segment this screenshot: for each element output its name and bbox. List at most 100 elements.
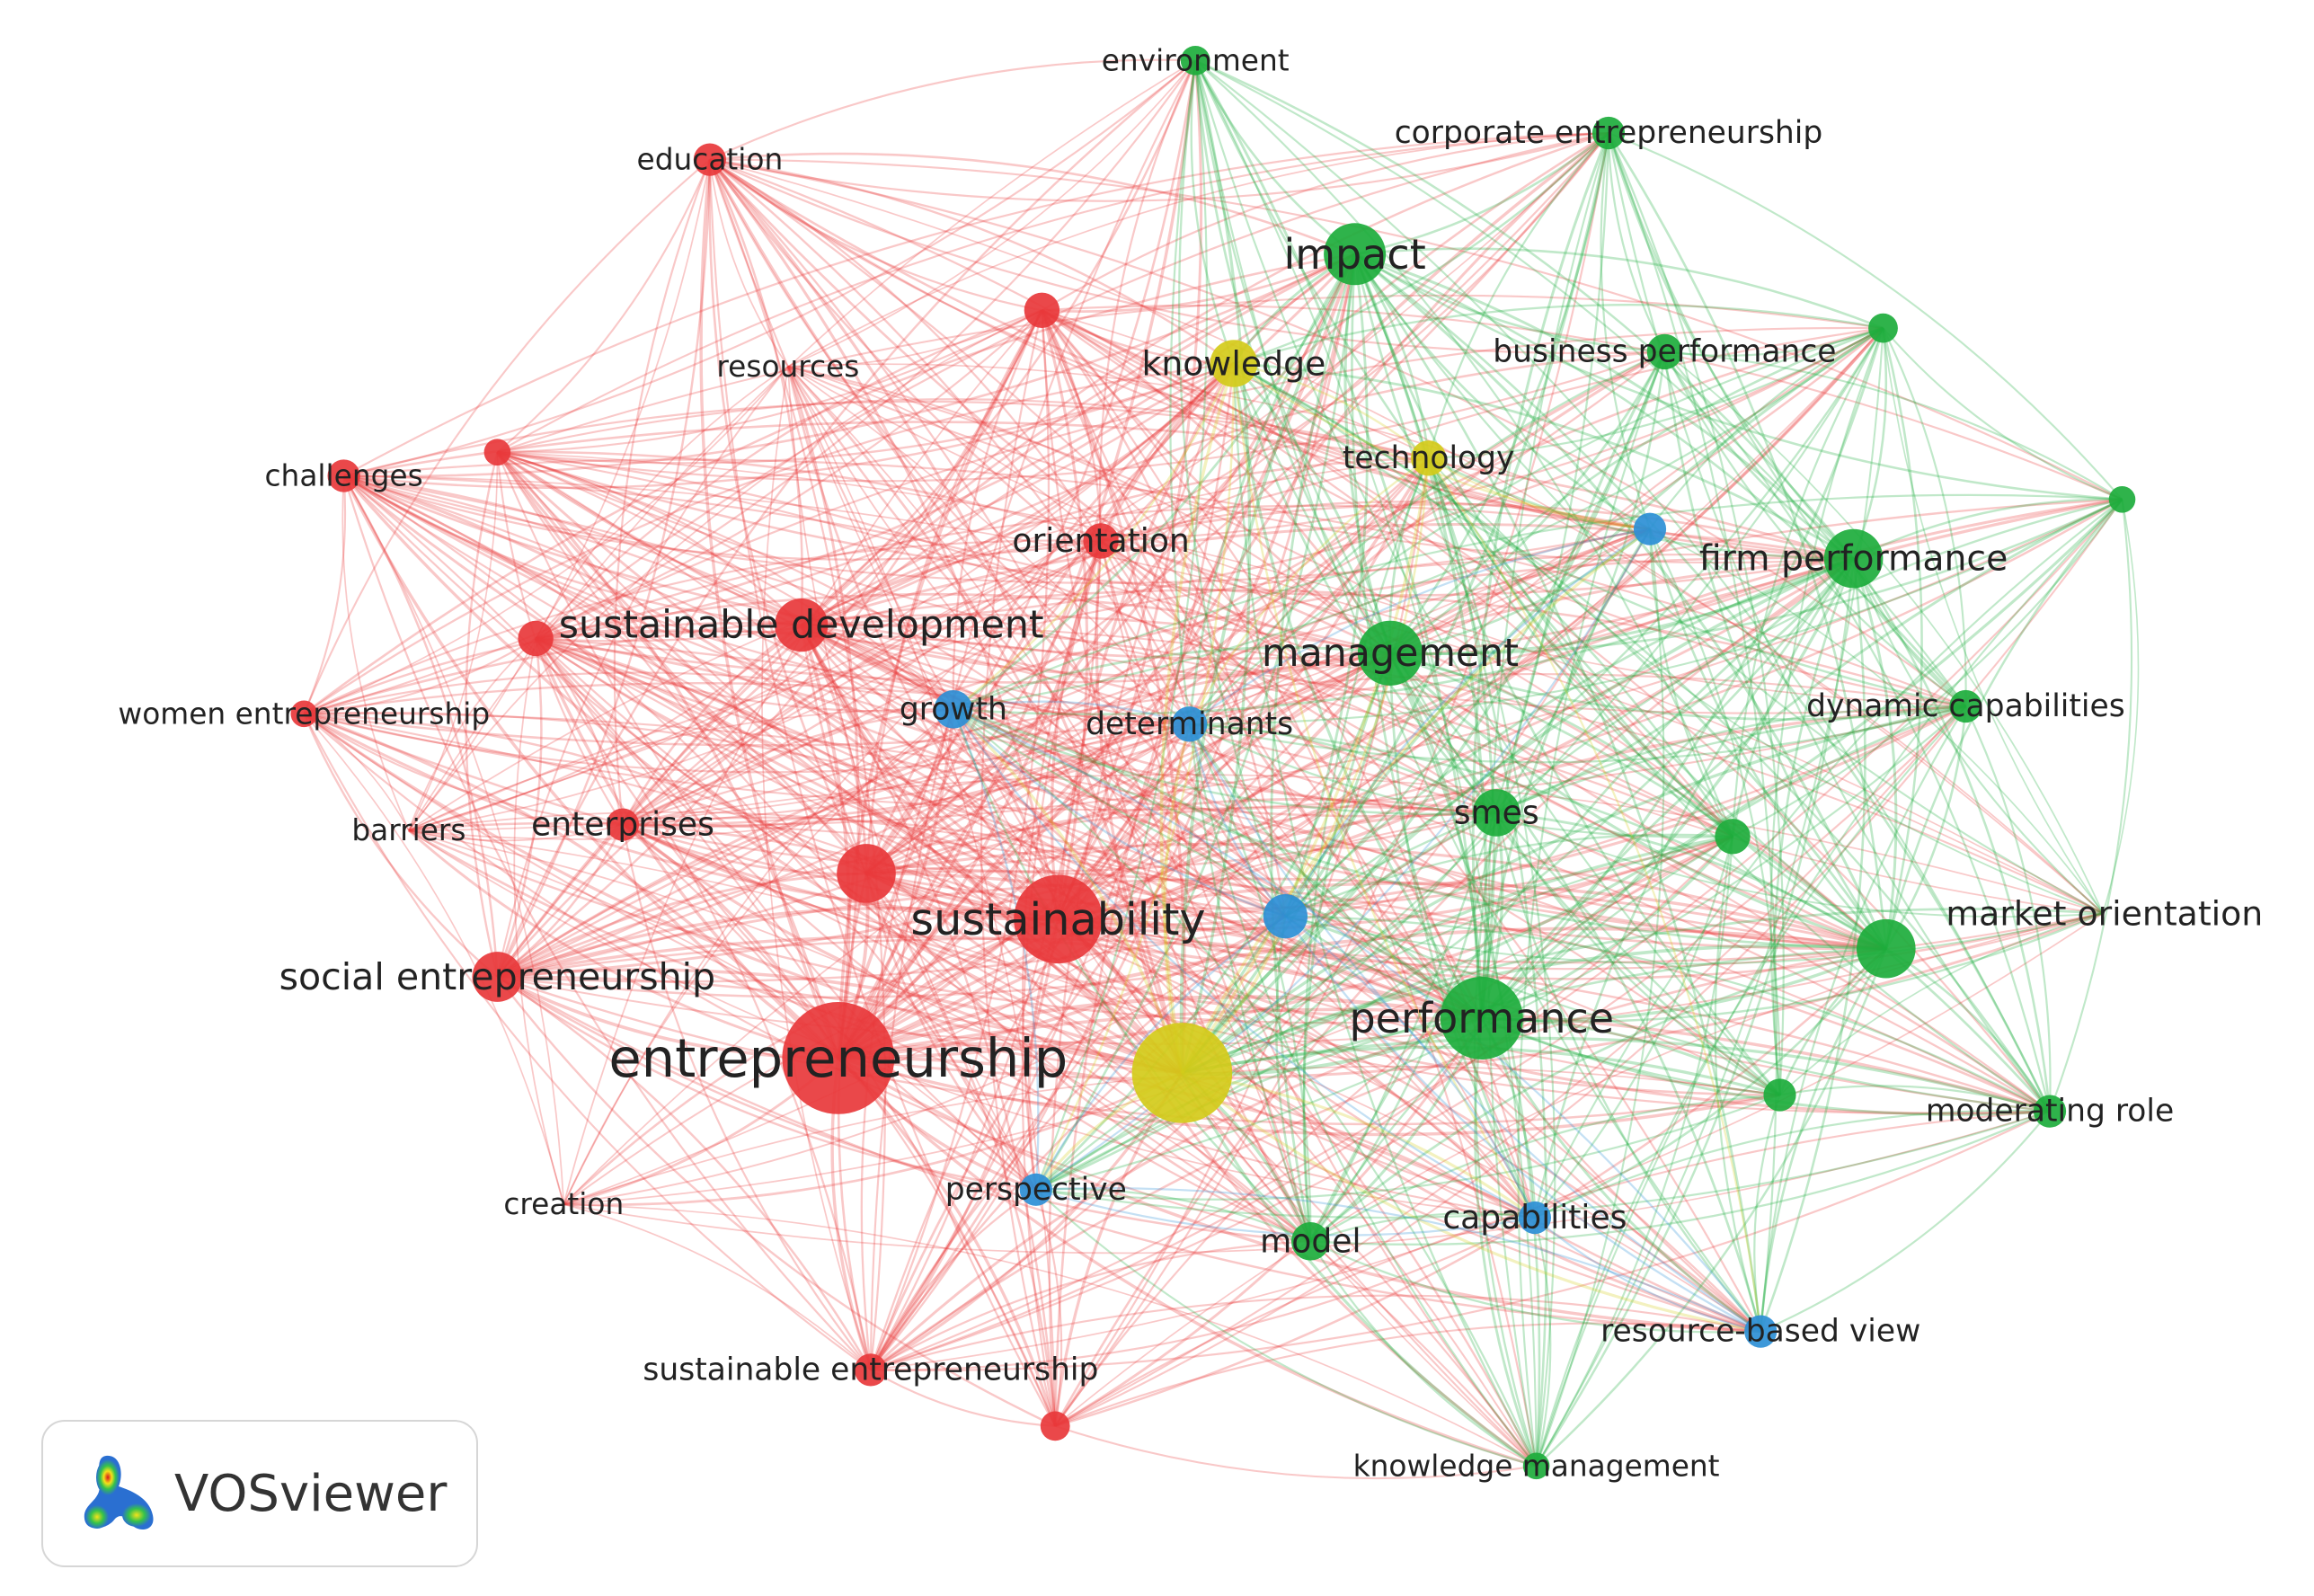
edge-unlabeled-red-3-capabilities: [1041, 309, 1536, 1219]
node-determinants[interactable]: [1171, 706, 1208, 742]
edge-entrepreneurship-unlabeled-green-2: [837, 498, 2123, 1060]
edge-enterprises-firm-performance: [622, 556, 1854, 826]
node-social-entrepreneurship[interactable]: [472, 952, 523, 1002]
node-perspective[interactable]: [1019, 1173, 1052, 1206]
edge-sustainable-development-determinants: [801, 624, 1190, 726]
edge-sustainability-sustainable-entrepreneurship: [869, 918, 1060, 1371]
node-market-orientation[interactable]: [1857, 918, 1916, 979]
edge-social-entrepreneurship-perspective: [496, 975, 1036, 1192]
node-technology[interactable]: [1411, 440, 1447, 476]
node-unlabeled-green-1[interactable]: [1868, 313, 1898, 343]
label-capabilities: capabilities: [1442, 1199, 1627, 1237]
node-model[interactable]: [1291, 1222, 1330, 1261]
edge-sustainable-entrepreneurship-determinants: [870, 723, 1191, 1371]
node-environment[interactable]: [1180, 46, 1210, 75]
node-resource-based-view[interactable]: [1744, 1315, 1778, 1348]
edge-environment-unlabeled-yellow-1: [1180, 60, 1252, 1074]
edge-orientation-unlabeled-blue-1: [1099, 540, 1287, 918]
node-entrepreneurship[interactable]: [782, 1002, 895, 1114]
edge-enterprises-growth: [622, 708, 954, 826]
label-sustainability: sustainability: [910, 893, 1205, 945]
edge-unlabeled-green-1-unlabeled-blue-1: [1284, 327, 1884, 918]
edge-management-model: [1302, 652, 1392, 1242]
node-unlabeled-red-2[interactable]: [483, 439, 511, 466]
edge-unlabeled-green-4-unlabeled-green-5: [1778, 912, 2104, 1096]
edge-unlabeled-red-3-women-entrepreneurship: [304, 309, 1043, 715]
node-unlabeled-green-3[interactable]: [1715, 819, 1751, 855]
edge-sustainable-entrepreneurship-unlabeled-green-3: [870, 836, 1733, 1371]
edge-firm-performance-unlabeled-yellow-1: [1180, 556, 1855, 1075]
node-unlabeled-red-5[interactable]: [1040, 1411, 1070, 1441]
edge-performance-technology: [1427, 457, 1495, 1019]
edge-challenges-orientation: [343, 474, 1102, 561]
edge-unlabeled-green-5-unlabeled-blue-1: [1284, 915, 1780, 1096]
node-women-entrepreneurship[interactable]: [290, 700, 318, 728]
node-firm-performance[interactable]: [1823, 528, 1884, 589]
node-corporate-entrepreneurship[interactable]: [1591, 116, 1626, 150]
node-growth[interactable]: [934, 690, 973, 729]
node-impact[interactable]: [1324, 223, 1387, 286]
edge-impact-unlabeled-green-4: [1353, 253, 2104, 915]
edge-social-entrepreneurship-unlabeled-red-2: [465, 451, 499, 978]
edge-sustainable-entrepreneurship-unlabeled-blue-2: [870, 528, 1651, 1371]
edge-education-unlabeled-yellow-1: [708, 158, 1184, 1074]
edge-environment-unlabeled-green-3: [1194, 59, 1734, 838]
node-business-performance[interactable]: [1646, 333, 1683, 370]
edge-challenges-unlabeled-green-4: [343, 474, 2104, 915]
edge-sustainability-business-performance: [1057, 350, 1666, 920]
edge-market-orientation-performance: [1481, 947, 1887, 1022]
edge-resources-unlabeled-blue-2: [787, 363, 1651, 530]
node-unlabeled-green-2[interactable]: [2108, 486, 2136, 513]
edge-corporate-entrepreneurship-business-performance: [1607, 132, 1666, 352]
edge-unlabeled-green-2-management: [1389, 498, 2123, 655]
node-moderating-role[interactable]: [2033, 1095, 2067, 1128]
edge-orientation-unlabeled-yellow-1: [1095, 540, 1184, 1074]
edge-unlabeled-red-3-unlabeled-red-4: [535, 309, 1042, 640]
label-resources: resources: [716, 350, 859, 384]
edge-unlabeled-red-2-unlabeled-green-4: [497, 451, 2104, 915]
node-dynamic-capabilities[interactable]: [1949, 689, 1982, 723]
node-smes[interactable]: [1472, 789, 1521, 837]
edge-unlabeled-red-3-knowledge: [1041, 309, 1234, 365]
edge-corporate-entrepreneurship-model: [1309, 132, 1610, 1242]
edge-education-environment: [709, 58, 1196, 161]
node-education[interactable]: [693, 143, 727, 176]
node-performance[interactable]: [1440, 977, 1523, 1060]
edge-enterprises-sustainable-entrepreneurship: [621, 824, 872, 1371]
node-knowledge-management[interactable]: [1522, 1452, 1550, 1480]
node-unlabeled-red-1[interactable]: [837, 844, 896, 903]
node-unlabeled-yellow-1[interactable]: [1131, 1023, 1233, 1123]
edge-unlabeled-red-5-corporate-entrepreneurship: [1054, 132, 1610, 1427]
node-sustainable-entrepreneurship[interactable]: [854, 1353, 888, 1387]
edge-unlabeled-red-1-unlabeled-green-2: [865, 498, 2123, 875]
node-knowledge[interactable]: [1210, 340, 1258, 387]
node-unlabeled-red-4[interactable]: [518, 620, 554, 657]
edge-unlabeled-green-1-market-orientation: [1882, 327, 1923, 949]
node-sustainable-development[interactable]: [775, 598, 829, 652]
edge-orientation-determinants: [1100, 540, 1191, 725]
edge-technology-unlabeled-blue-1: [1284, 457, 1430, 918]
node-unlabeled-blue-1[interactable]: [1263, 894, 1308, 939]
node-unlabeled-red-3[interactable]: [1024, 292, 1060, 328]
node-capabilities[interactable]: [1518, 1201, 1551, 1235]
edge-sustainability-knowledge: [1056, 362, 1236, 919]
edge-education-unlabeled-red-2: [496, 159, 711, 454]
edge-unlabeled-red-3-enterprises: [622, 309, 1043, 826]
edge-barriers-firm-performance: [408, 554, 1854, 832]
edge-orientation-knowledge: [1099, 362, 1235, 542]
node-unlabeled-green-5[interactable]: [1763, 1078, 1796, 1112]
edge-firm-performance-market-orientation: [1852, 558, 1898, 949]
edge-women-entrepreneurship-smes: [304, 682, 1497, 814]
node-management[interactable]: [1357, 620, 1423, 686]
node-challenges[interactable]: [327, 459, 360, 492]
node-orientation[interactable]: [1083, 523, 1119, 559]
node-enterprises[interactable]: [606, 808, 640, 841]
node-unlabeled-blue-2[interactable]: [1633, 512, 1667, 545]
edge-unlabeled-red-3-unlabeled-blue-2: [1041, 309, 1651, 530]
edge-creation-smes: [563, 811, 1497, 1205]
label-growth: growth: [900, 691, 1007, 727]
node-sustainability[interactable]: [1014, 874, 1103, 964]
label-impact: impact: [1283, 230, 1425, 279]
edge-education-unlabeled-red-5: [708, 159, 1057, 1427]
edge-corporate-entrepreneurship-technology: [1427, 132, 1609, 459]
